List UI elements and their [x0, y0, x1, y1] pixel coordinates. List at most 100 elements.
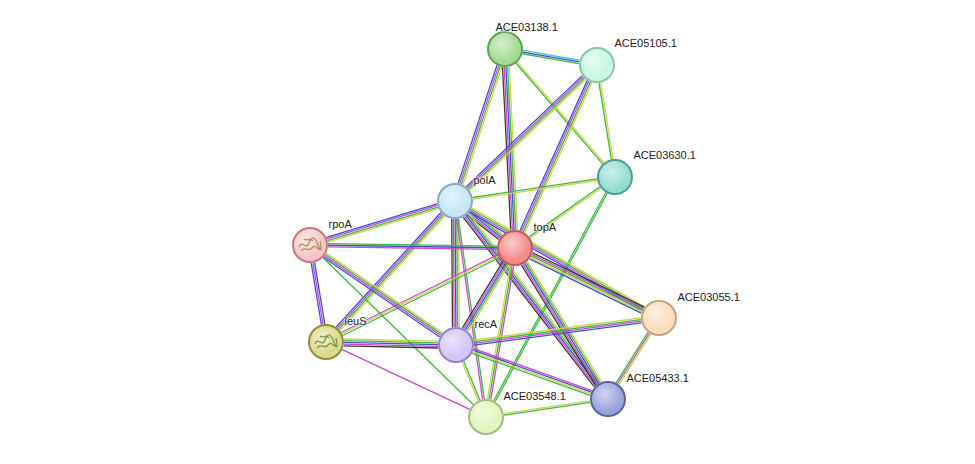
evidence-line: [526, 262, 600, 382]
interaction-edge: [323, 258, 473, 405]
evidence-line: [474, 323, 641, 345]
evidence-line: [522, 54, 579, 64]
interaction-edge: [344, 339, 438, 348]
node-label: ACE05105.1: [615, 37, 677, 50]
node-highlight: [489, 33, 521, 65]
node-label: recA: [475, 318, 498, 331]
evidence-line: [523, 52, 580, 62]
protein-node: ACE03548.1: [468, 399, 504, 435]
interaction-edge: [494, 192, 607, 401]
protein-node: ACE05105.1: [579, 47, 615, 83]
node-highlight: [599, 161, 631, 193]
structure-glyph: [296, 233, 324, 257]
evidence-line: [523, 82, 590, 232]
node-highlight: [470, 401, 502, 433]
evidence-line: [525, 82, 592, 232]
evidence-line: [495, 193, 607, 401]
evidence-line: [599, 83, 611, 159]
protein-node: recA: [438, 327, 474, 363]
evidence-line: [522, 81, 589, 231]
interaction-edge: [474, 318, 642, 345]
evidence-line: [474, 349, 592, 391]
structure-glyph: [312, 330, 340, 354]
evidence-line: [326, 204, 437, 238]
node-label: ACE03630.1: [634, 149, 696, 162]
node-highlight: [499, 232, 531, 264]
evidence-line: [473, 352, 591, 394]
evidence-line: [466, 215, 597, 385]
interaction-edge: [311, 262, 325, 324]
node-label: polA: [474, 174, 496, 187]
interaction-edge: [452, 219, 460, 327]
interaction-edge: [520, 80, 592, 232]
evidence-line: [465, 216, 596, 386]
evidence-line: [344, 346, 438, 348]
node-highlight: [643, 302, 675, 334]
interaction-edge: [504, 401, 591, 415]
evidence-line: [463, 67, 502, 185]
evidence-line: [328, 209, 439, 243]
interaction-edge: [462, 361, 480, 400]
evidence-line: [313, 263, 323, 324]
node-highlight: [440, 329, 472, 361]
evidence-line: [464, 361, 480, 400]
evidence-line: [487, 265, 510, 399]
evidence-line: [469, 212, 642, 311]
evidence-line: [453, 219, 455, 327]
protein-node: ACE05433.1: [590, 381, 626, 417]
node-highlight: [439, 185, 471, 217]
evidence-line: [533, 253, 645, 307]
evidence-line: [465, 263, 505, 329]
interaction-edge: [522, 50, 579, 63]
evidence-line: [474, 320, 641, 342]
evidence-line: [473, 350, 591, 392]
evidence-line: [311, 263, 321, 324]
interaction-edge: [522, 262, 602, 386]
evidence-line: [524, 263, 598, 383]
interaction-edge: [323, 253, 442, 337]
node-highlight: [581, 49, 613, 81]
structure-squiggle: [299, 238, 321, 251]
evidence-line: [520, 80, 587, 230]
interaction-edge: [462, 262, 508, 332]
structure-squiggle: [315, 335, 337, 348]
protein-node: ACE03138.1: [487, 31, 523, 67]
protein-node: leuS: [308, 324, 344, 360]
interaction-edge: [328, 244, 497, 250]
evidence-line: [523, 264, 597, 384]
interaction-edge: [599, 83, 613, 160]
node-label: rpoA: [329, 218, 352, 231]
protein-node: ACE03055.1: [641, 300, 677, 336]
evidence-line: [529, 187, 600, 237]
interaction-edge: [472, 349, 592, 396]
interaction-edge: [503, 67, 518, 230]
evidence-line: [324, 256, 440, 336]
interaction-edge: [487, 265, 513, 399]
evidence-line: [328, 244, 497, 246]
interaction-edge: [463, 213, 599, 387]
evidence-line: [601, 83, 613, 159]
evidence-line: [530, 188, 601, 238]
evidence-line: [474, 321, 641, 343]
evidence-line: [463, 217, 594, 387]
evidence-line: [451, 219, 453, 327]
node-label: ACE03055.1: [678, 291, 740, 304]
evidence-line: [323, 258, 473, 405]
evidence-line: [325, 254, 441, 334]
evidence-line: [454, 219, 456, 327]
evidence-line: [326, 253, 442, 333]
evidence-line: [504, 402, 590, 415]
evidence-line: [504, 401, 590, 414]
evidence-line: [527, 262, 601, 382]
node-label: topA: [534, 221, 557, 234]
node-label: ACE03548.1: [504, 390, 566, 403]
node-label: leuS: [345, 315, 367, 328]
protein-node: ACE03630.1: [597, 159, 633, 195]
evidence-line: [456, 219, 458, 327]
protein-node: polA: [437, 183, 473, 219]
evidence-line: [323, 257, 439, 337]
node-highlight: [592, 383, 624, 415]
evidence-line: [462, 362, 478, 401]
